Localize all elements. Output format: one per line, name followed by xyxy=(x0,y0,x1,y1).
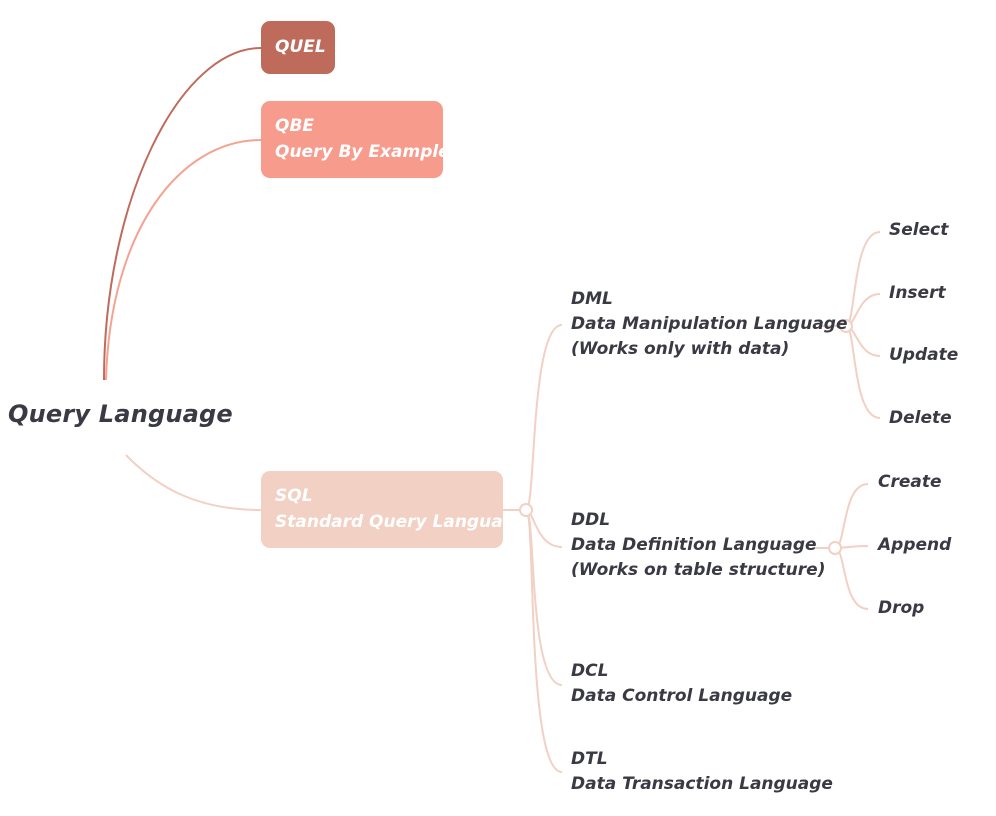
topic-sql[interactable]: SQL Standard Query Language xyxy=(261,471,527,548)
dml-title: DML xyxy=(571,289,613,309)
topic-create[interactable]: Create xyxy=(878,472,942,492)
topic-update[interactable]: Update xyxy=(889,345,959,365)
connector-sql-children xyxy=(503,324,563,773)
connector-root-qbe xyxy=(105,139,262,381)
topic-dtl[interactable]: DTL Data Transaction Language xyxy=(571,747,833,797)
topic-ddl[interactable]: DDL Data Definition Language (Works on t… xyxy=(571,508,825,583)
dml-junction xyxy=(839,319,853,333)
root-topic-query-language[interactable]: Query Language xyxy=(8,400,233,428)
dml-full-name: Data Manipulation Language xyxy=(571,314,848,334)
topic-insert[interactable]: Insert xyxy=(889,283,946,303)
topic-dcl[interactable]: DCL Data Control Language xyxy=(571,659,792,709)
sql-title: SQL xyxy=(275,486,313,506)
ddl-full-name: Data Definition Language xyxy=(571,535,817,555)
topic-quel[interactable]: QUEL xyxy=(261,21,335,74)
ddl-junction xyxy=(828,541,842,555)
sql-subtitle: Standard Query Language xyxy=(275,512,527,532)
qbe-title: QBE xyxy=(275,116,315,136)
topic-select[interactable]: Select xyxy=(889,220,949,240)
qbe-subtitle: Query By Example xyxy=(275,142,450,162)
dcl-title: DCL xyxy=(571,661,609,681)
topic-append[interactable]: Append xyxy=(878,535,952,555)
sql-junction xyxy=(519,503,533,517)
connector-root-sql xyxy=(125,454,262,511)
dcl-full-name: Data Control Language xyxy=(571,686,793,706)
connector-root-quel xyxy=(103,47,262,381)
topic-qbe[interactable]: QBE Query By Example xyxy=(261,101,450,178)
dml-note: (Works only with data) xyxy=(571,339,790,359)
quel-title: QUEL xyxy=(275,37,326,57)
topic-delete[interactable]: Delete xyxy=(889,408,952,428)
topic-drop[interactable]: Drop xyxy=(878,598,925,618)
topic-dml[interactable]: DML Data Manipulation Language (Works on… xyxy=(571,287,848,362)
dtl-title: DTL xyxy=(571,749,608,769)
ddl-note: (Works on table structure) xyxy=(571,560,826,580)
dtl-full-name: Data Transaction Language xyxy=(571,774,833,794)
ddl-title: DDL xyxy=(571,510,611,530)
